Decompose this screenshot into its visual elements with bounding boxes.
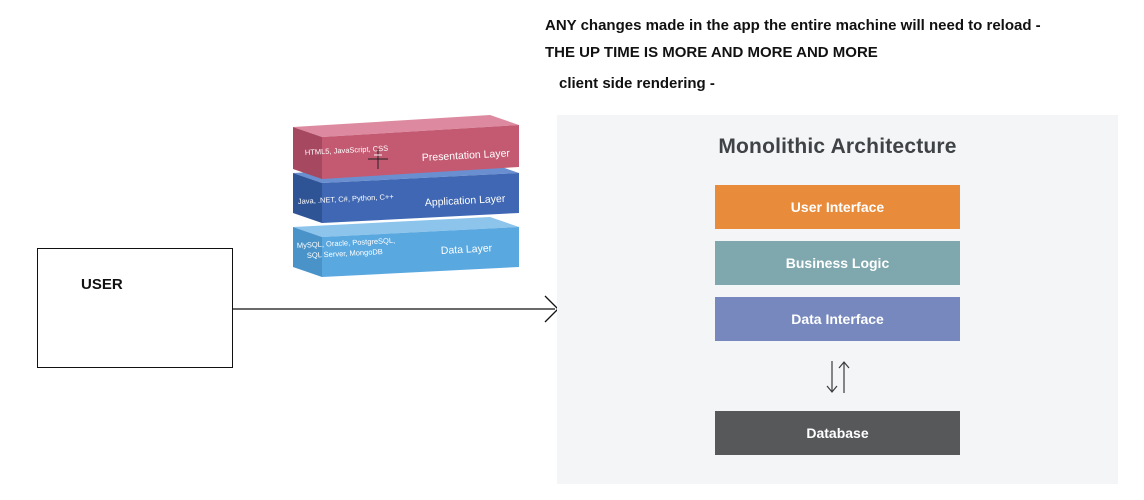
stack-layer-data: MySQL, Oracle, PostgreSQL, SQL Server, M… (293, 217, 519, 277)
stack-application-label: Application Layer (425, 193, 507, 209)
user-label: USER (81, 276, 123, 293)
note-client-rendering: client side rendering - (559, 75, 715, 92)
user-interface-block: User Interface (715, 185, 960, 229)
stack-layer-application: Java, .NET, C#, Python, C++ Application … (293, 163, 519, 223)
stack-layer-presentation: HTML5, JavaScript, CSS Presentation Laye… (293, 115, 519, 179)
note-uptime: THE UP TIME IS MORE AND MORE AND MORE (545, 44, 878, 61)
user-box: USER (37, 248, 233, 368)
stack-data-tech-2: SQL Server, MongoDB (307, 247, 383, 260)
mouse-cursor-icon (368, 149, 388, 169)
business-logic-block: Business Logic (715, 241, 960, 285)
user-to-architecture-arrow (232, 295, 559, 323)
monolithic-architecture-panel: Monolithic Architecture User Interface B… (557, 115, 1118, 484)
note-reload: ANY changes made in the app the entire m… (545, 17, 1041, 34)
stack-data-label: Data Layer (441, 242, 493, 257)
monolithic-title: Monolithic Architecture (718, 135, 957, 158)
stack-presentation-tech: HTML5, JavaScript, CSS (305, 144, 389, 157)
data-interface-block: Data Interface (715, 297, 960, 341)
stack-presentation-label: Presentation Layer (422, 147, 511, 164)
layer-stack: MySQL, Oracle, PostgreSQL, SQL Server, M… (293, 115, 519, 277)
up-down-arrows-icon (826, 361, 850, 393)
database-block: Database (715, 411, 960, 455)
